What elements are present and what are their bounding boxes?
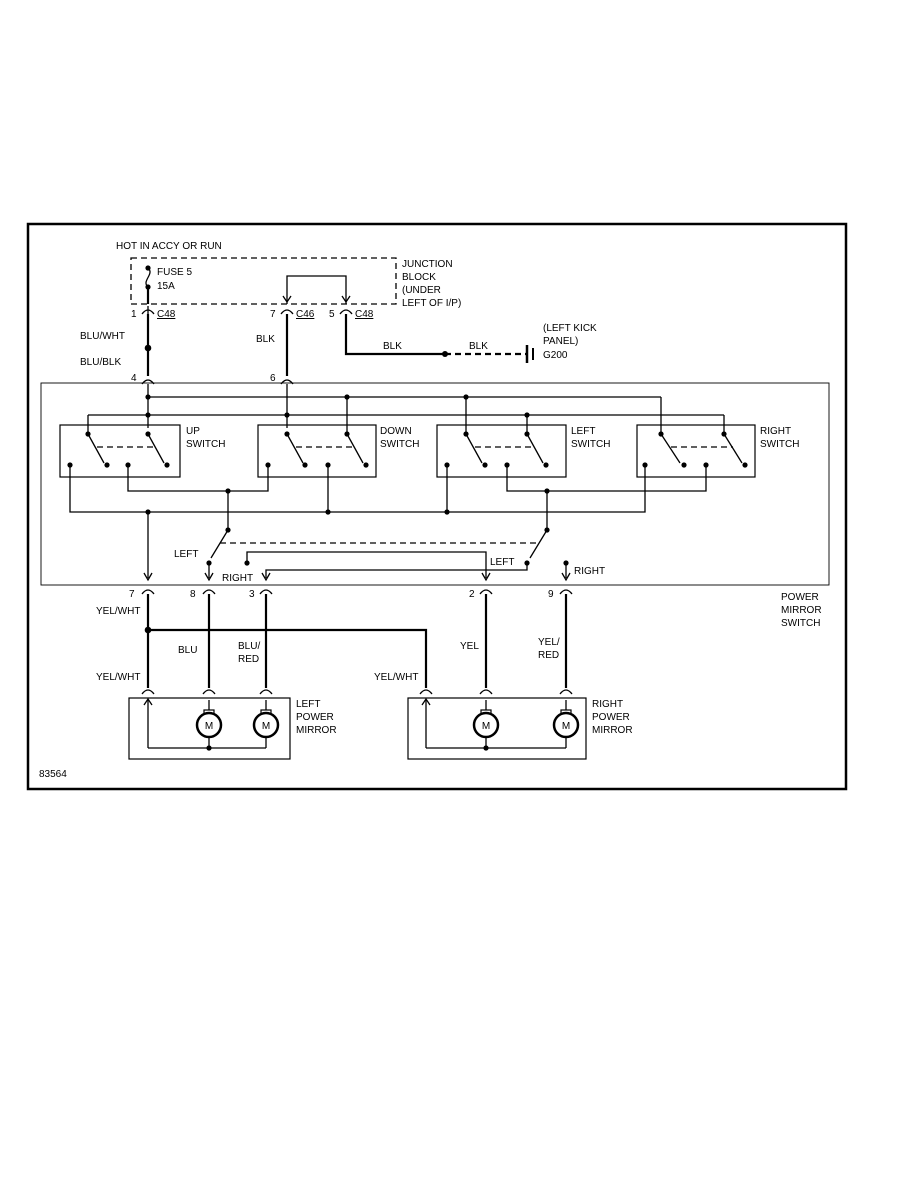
c48b-label: C48 <box>355 309 374 320</box>
up-switch <box>59 415 181 478</box>
ground-symbol <box>525 345 534 363</box>
wire-blu-label: BLU <box>178 645 197 656</box>
motor-icon: M <box>552 711 580 739</box>
c46-label: C46 <box>296 309 315 320</box>
wire-yel-red-label-2: RED <box>538 650 559 661</box>
junction-label-1: JUNCTION <box>402 259 453 270</box>
figure-id-label: 83564 <box>39 769 67 780</box>
diagram-frame <box>26 222 848 791</box>
wire-blk-label: BLK <box>256 334 275 345</box>
motor-icon: M <box>252 711 280 739</box>
wire-yel-red-label-1: YEL/ <box>538 637 560 648</box>
right-mirror-label-2: POWER <box>592 712 630 723</box>
left-switch <box>436 397 567 478</box>
down-switch <box>257 397 377 478</box>
left-power-mirror: M M <box>128 697 291 760</box>
fuse-rating-label: 15A <box>157 281 175 292</box>
pin-1-label: 1 <box>131 309 137 320</box>
motor-icon: M <box>472 711 500 739</box>
junction-label-4: LEFT OF I/P) <box>402 298 461 309</box>
selector-right-a-label: RIGHT <box>222 573 253 584</box>
wire-yel-wht-b-label: YEL/WHT <box>96 672 140 683</box>
fuse-symbol <box>145 265 151 290</box>
motor-label: M <box>482 721 490 732</box>
pin-2-label: 2 <box>469 589 475 600</box>
pms-label-3: SWITCH <box>781 618 820 629</box>
left-mirror-label-2: POWER <box>296 712 334 723</box>
wire-yel-label: YEL <box>460 641 479 652</box>
junction-label-2: BLOCK <box>402 272 436 283</box>
wire-blu-red-label-1: BLU/ <box>238 641 260 652</box>
ground-g200-label: G200 <box>543 350 568 361</box>
pin-4-label: 4 <box>131 373 137 384</box>
c48a-label: C48 <box>157 309 176 320</box>
left-mirror-label-1: LEFT <box>296 699 320 710</box>
pin-6-label: 6 <box>270 373 276 384</box>
left-switch-label-1: LEFT <box>571 426 595 437</box>
down-switch-label-2: SWITCH <box>380 439 419 450</box>
wire-yel-wht-a-label: YEL/WHT <box>96 606 140 617</box>
motor-label: M <box>262 721 270 732</box>
right-switch <box>636 397 756 478</box>
kick-panel-label-2: PANEL) <box>543 336 578 347</box>
selector-right-b-label: RIGHT <box>574 566 605 577</box>
motor-icon: M <box>195 711 223 739</box>
motor-label: M <box>562 721 570 732</box>
wire-blk-ground-2: BLK <box>469 341 488 352</box>
up-switch-label-1: UP <box>186 426 200 437</box>
wire-blk-ground-1: BLK <box>383 341 402 352</box>
fuse-name-label: FUSE 5 <box>157 267 192 278</box>
pin-8-label: 8 <box>190 589 196 600</box>
pin-7a-label: 7 <box>270 309 276 320</box>
right-switch-label-2: SWITCH <box>760 439 799 450</box>
output-connectors <box>141 589 573 595</box>
left-switch-label-2: SWITCH <box>571 439 610 450</box>
wire-blu-wht-label: BLU/WHT <box>80 331 125 342</box>
down-switch-label-1: DOWN <box>380 426 412 437</box>
selector-left-b-label: LEFT <box>490 557 514 568</box>
right-power-mirror: M M <box>407 697 587 760</box>
connector-c46 <box>280 309 294 315</box>
mirror-connectors <box>141 689 573 695</box>
connector-c48-a <box>141 306 155 315</box>
right-mirror-label-1: RIGHT <box>592 699 623 710</box>
pin-9-label: 9 <box>548 589 554 600</box>
pms-label-1: POWER <box>781 592 819 603</box>
pin-3-label: 3 <box>249 589 255 600</box>
up-switch-label-2: SWITCH <box>186 439 225 450</box>
pin-7b-label: 7 <box>129 589 135 600</box>
right-switch-label-1: RIGHT <box>760 426 791 437</box>
junction-block-outline <box>130 257 397 305</box>
pms-label-2: MIRROR <box>781 605 822 616</box>
selector-left-a-label: LEFT <box>174 549 198 560</box>
pin-5-label: 5 <box>329 309 335 320</box>
junction-label-3: (UNDER <box>402 285 441 296</box>
wire-blu-red-label-2: RED <box>238 654 259 665</box>
left-mirror-label-3: MIRROR <box>296 725 337 736</box>
connector-c48-b <box>339 309 353 315</box>
wire-yel-wht-c-label: YEL/WHT <box>374 672 418 683</box>
power-mirror-switch-box <box>40 382 830 586</box>
motor-label: M <box>205 721 213 732</box>
hot-in-label: HOT IN ACCY OR RUN <box>116 241 222 252</box>
right-mirror-label-3: MIRROR <box>592 725 633 736</box>
wire-blu-blk-label: BLU/BLK <box>80 357 121 368</box>
kick-panel-label-1: (LEFT KICK <box>543 323 597 334</box>
